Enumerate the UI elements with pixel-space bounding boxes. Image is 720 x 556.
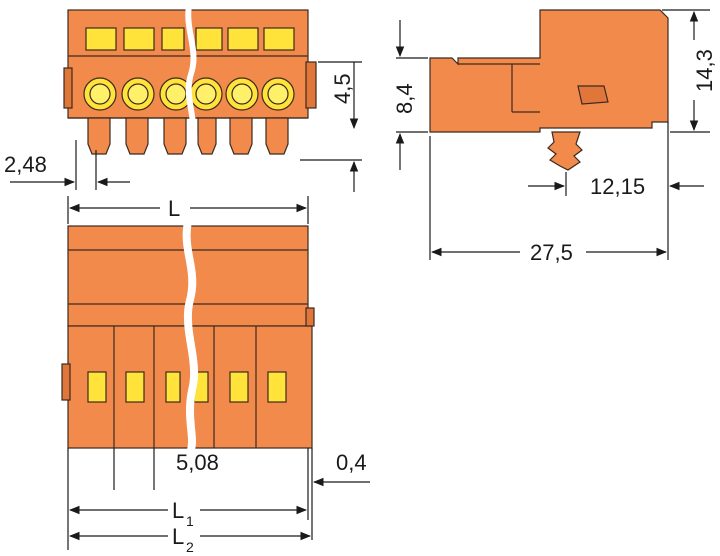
top-view-break — [185, 6, 198, 160]
dim-length: L — [67, 196, 309, 224]
dim-top-height-label: 4,5 — [330, 73, 355, 104]
top-view-pins — [87, 117, 289, 155]
top-view-connector — [63, 6, 317, 160]
contact-slot — [121, 27, 155, 111]
dim-length-1-sub: 1 — [186, 513, 194, 529]
dim-side-lower-height-label: 8,4 — [392, 83, 417, 114]
dim-gap-label: 0,4 — [336, 450, 367, 475]
bottom-view-contacts — [87, 371, 287, 403]
contact-slot — [189, 27, 223, 111]
dim-depth: 27,5 — [429, 136, 669, 265]
dim-gap: 0,4 — [311, 448, 370, 540]
dim-pitch-offset: 2,48 — [4, 140, 130, 190]
dim-length-1-label: L — [172, 498, 184, 523]
dim-side-total-height: 14,3 — [662, 9, 717, 133]
dim-pitch: 5,08 — [113, 448, 219, 490]
dim-length-2: L 2 — [68, 524, 312, 555]
dim-side-total-height-label: 14,3 — [692, 49, 717, 92]
bottom-view-break — [182, 222, 199, 452]
contact-slot — [83, 27, 117, 111]
dim-length-2-label: L — [172, 524, 184, 549]
side-view-latch — [577, 85, 609, 105]
top-view-right-tab — [305, 61, 317, 109]
dim-pitch-offset-label: 2,48 — [4, 152, 47, 177]
contact-slot — [225, 27, 259, 111]
top-view-side-tab — [63, 67, 73, 109]
bottom-view-dividers — [113, 326, 257, 448]
dim-pitch-label: 5,08 — [176, 450, 219, 475]
dim-side-lower-height: 8,4 — [392, 20, 428, 170]
dim-length-2-sub: 2 — [186, 539, 194, 555]
contact-slot — [261, 27, 295, 111]
dim-length-1: L 1 — [67, 448, 309, 550]
dim-pin-offset: 12,15 — [528, 122, 704, 199]
dim-top-height: 4,5 — [300, 61, 362, 192]
top-view-contacts — [83, 27, 295, 111]
side-view-pin — [547, 131, 583, 171]
dim-pin-offset-label: 12,15 — [590, 174, 645, 199]
dim-length-label: L — [168, 196, 180, 221]
side-view-connector — [429, 9, 669, 171]
side-view-body — [429, 9, 669, 133]
bottom-view-connector — [61, 222, 315, 452]
contact-slot — [159, 27, 193, 111]
dim-depth-label: 27,5 — [530, 240, 573, 265]
